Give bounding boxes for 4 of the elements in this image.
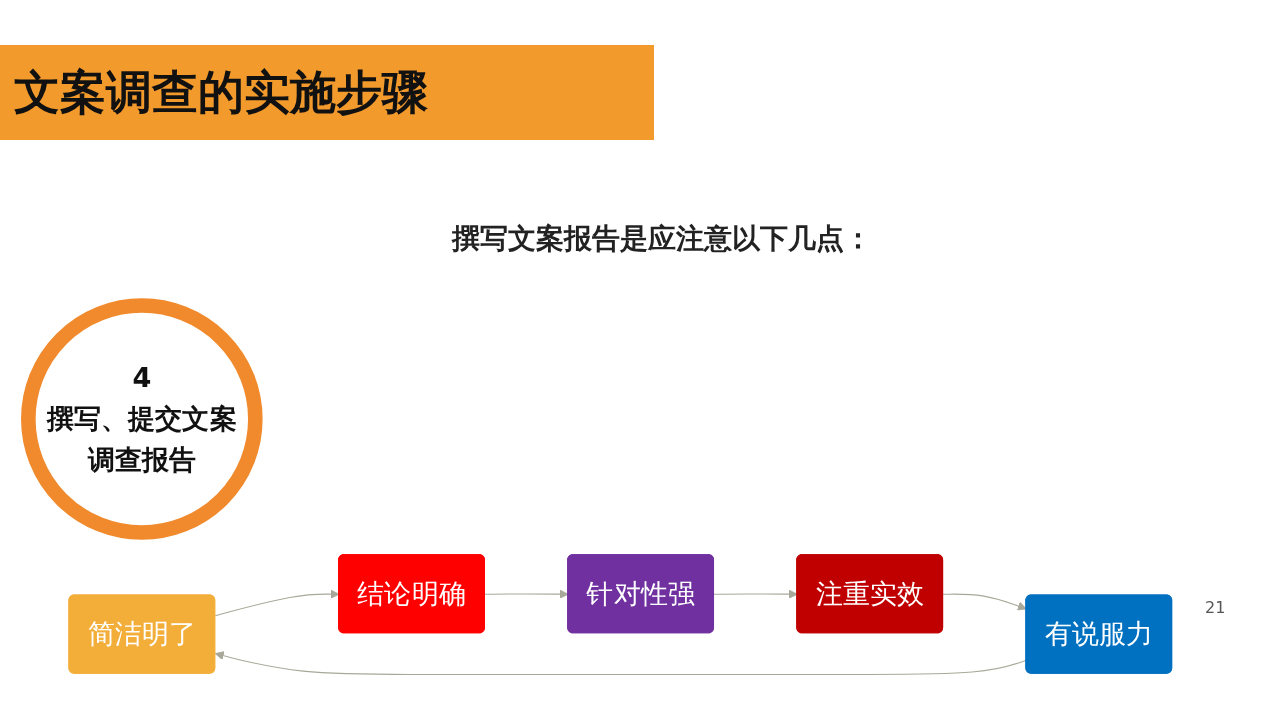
node-circle: 4 撰写、提交文案调查报告 (21, 298, 263, 540)
page-number: 21 (1205, 598, 1226, 617)
subheading: 撰写文案报告是应注意以下几点： (452, 221, 872, 257)
slide-title: 文案调查的实施步骤 (0, 45, 654, 140)
